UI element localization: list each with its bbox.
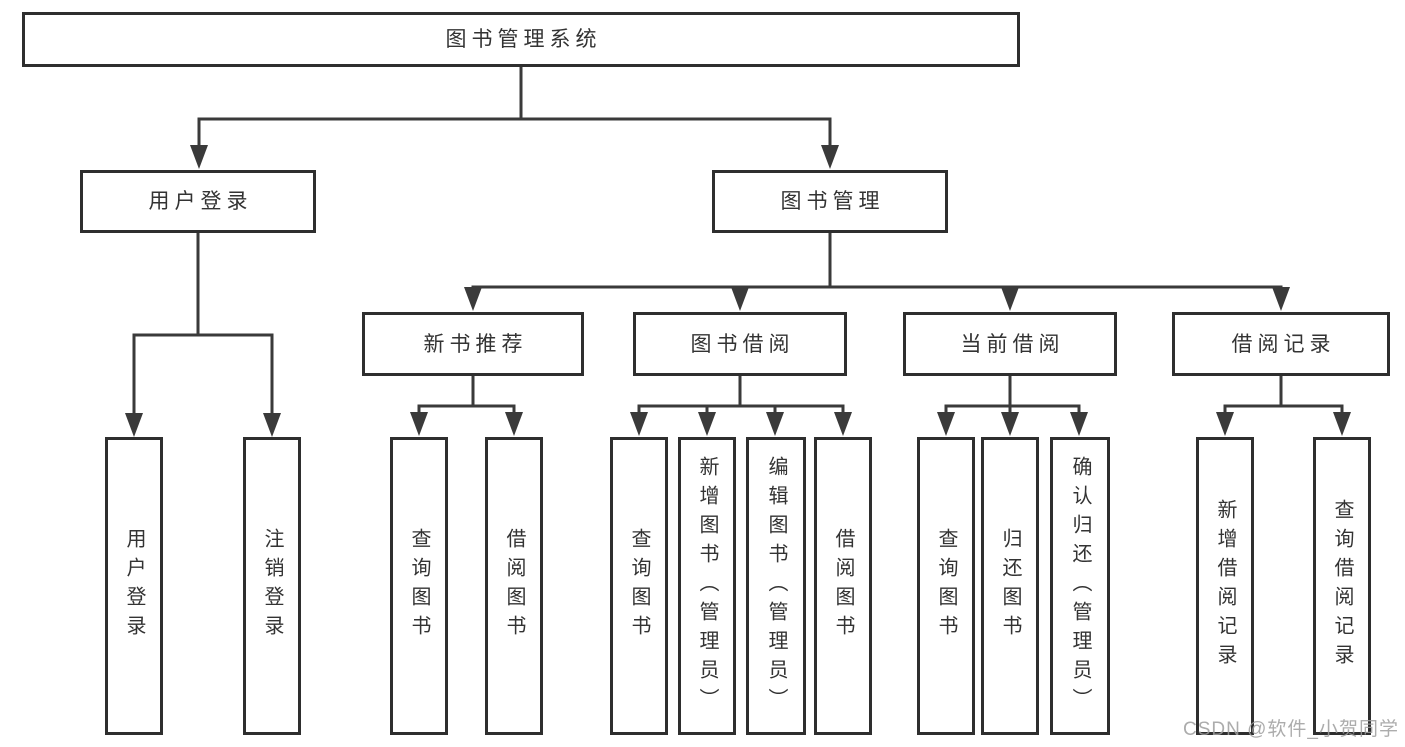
node-add-borrow-record: 新增借阅记录 <box>1196 437 1254 735</box>
node-borrow-books-leaf: 借阅图书 <box>814 437 872 735</box>
connector-root-to-level2 <box>197 67 832 147</box>
node-borrow-query-books: 查询图书 <box>610 437 668 735</box>
arrowheads <box>125 145 1351 437</box>
node-new-book-recommend: 新书推荐 <box>362 312 584 376</box>
node-newbook-query-books: 查询图书 <box>390 437 448 735</box>
connector-userlogin-to-children <box>132 233 274 414</box>
node-confirm-return-admin: 确认归还（管理员） <box>1050 437 1110 735</box>
csdn-watermark: CSDN @软件_小贺同学 <box>1183 719 1399 740</box>
node-borrow-record: 借阅记录 <box>1172 312 1390 376</box>
node-book-borrow: 图书借阅 <box>633 312 847 376</box>
node-logout: 注销登录 <box>243 437 301 735</box>
node-newbook-borrow-books: 借阅图书 <box>485 437 543 735</box>
node-root-library-system: 图书管理系统 <box>22 12 1020 67</box>
node-current-borrow: 当前借阅 <box>903 312 1117 376</box>
node-edit-books-admin: 编辑图书（管理员） <box>746 437 806 735</box>
node-book-management: 图书管理 <box>712 170 948 233</box>
node-current-query-books: 查询图书 <box>917 437 975 735</box>
node-user-login-leaf: 用户登录 <box>105 437 163 735</box>
node-return-books: 归还图书 <box>981 437 1039 735</box>
connector-record-to-children <box>1223 376 1344 413</box>
node-add-books-admin: 新增图书（管理员） <box>678 437 736 735</box>
connector-newbook-to-children <box>417 376 516 413</box>
node-user-login: 用户登录 <box>80 170 316 233</box>
connector-borrowmgmt-to-children <box>637 376 845 413</box>
connector-current-to-children <box>944 376 1081 413</box>
node-query-borrow-record: 查询借阅记录 <box>1313 437 1371 735</box>
connector-bookmgmt-to-level3 <box>471 233 1283 291</box>
